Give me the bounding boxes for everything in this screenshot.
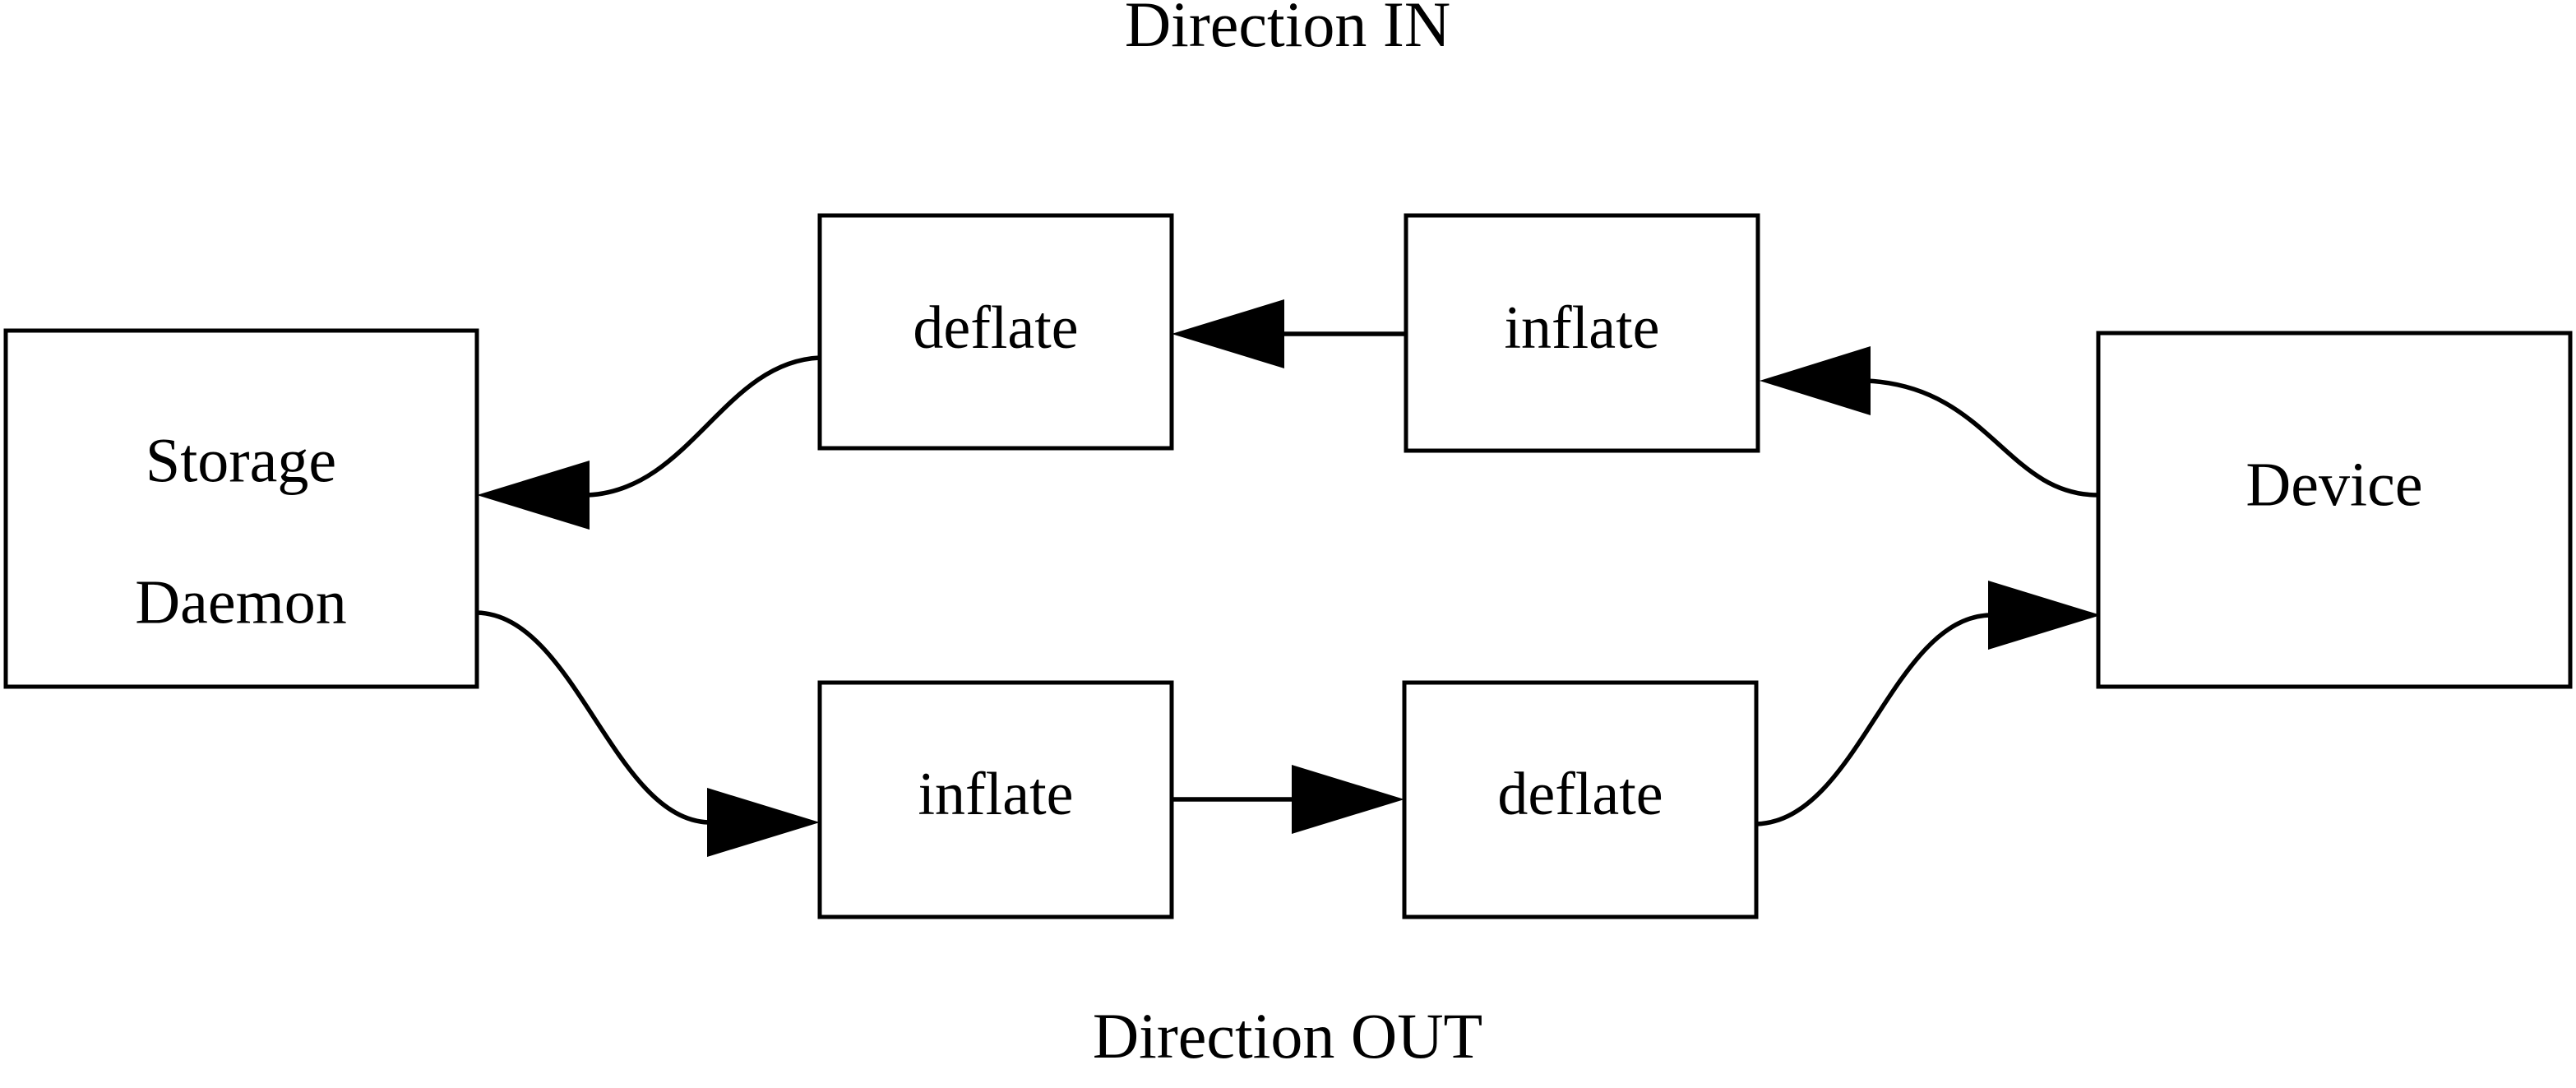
node-inflate-in-label: inflate [1504,294,1659,362]
edge-inflate-in-to-deflate-in [1172,299,1406,368]
edge-deflate-in-to-storage [477,355,821,530]
node-device-box[interactable] [2096,331,2573,689]
edge-device-to-inflate-in-line [1866,378,2099,498]
node-inflate-in-box[interactable] [1404,213,1760,453]
node-deflate-out[interactable]: deflate [1402,680,1759,919]
arrowhead-left-deflate-in-to-storage [477,461,590,530]
arrowhead-right-deflate-out-to-device [1988,581,2101,650]
node-deflate-out-box[interactable] [1402,680,1759,919]
node-storage-daemon-box[interactable] [3,328,479,689]
arrowhead-right-storage-to-inflate-out [707,788,820,857]
node-inflate-in[interactable]: inflate [1404,213,1760,453]
edge-deflate-out-to-device-line [1755,613,1991,826]
arrowhead-left-device-to-inflate-in [1760,346,1871,415]
node-inflate-out-label: inflate [918,761,1073,828]
node-inflate-out[interactable]: inflate [817,680,1174,919]
arrowhead-right-inflate-out-to-deflate-out [1292,765,1404,834]
edge-deflate-in-to-storage-line [587,355,821,498]
direction-out-caption: Direction OUT [1093,1000,1482,1072]
edge-storage-to-inflate-out-line [476,610,710,825]
arrowhead-left-inflate-in-to-deflate-in [1172,299,1284,368]
node-deflate-out-label: deflate [1497,761,1663,828]
edge-storage-to-inflate-out [476,610,820,857]
node-storage-daemon-label-line1: Storage [146,426,336,495]
direction-in-caption: Direction IN [1125,0,1450,60]
node-storage-daemon-label-line2: Daemon [135,567,346,637]
node-deflate-in[interactable]: deflate [817,213,1174,451]
node-deflate-in-label: deflate [913,294,1078,362]
node-inflate-out-box[interactable] [817,680,1174,919]
node-deflate-in-box[interactable] [817,213,1174,451]
edge-device-to-inflate-in [1760,346,2099,498]
node-device[interactable]: Device [2096,331,2573,689]
node-storage-daemon[interactable]: Storage Daemon [3,328,479,689]
edge-deflate-out-to-device [1755,581,2101,826]
edge-inflate-out-to-deflate-out [1172,765,1404,834]
node-device-label: Device [2245,450,2422,519]
